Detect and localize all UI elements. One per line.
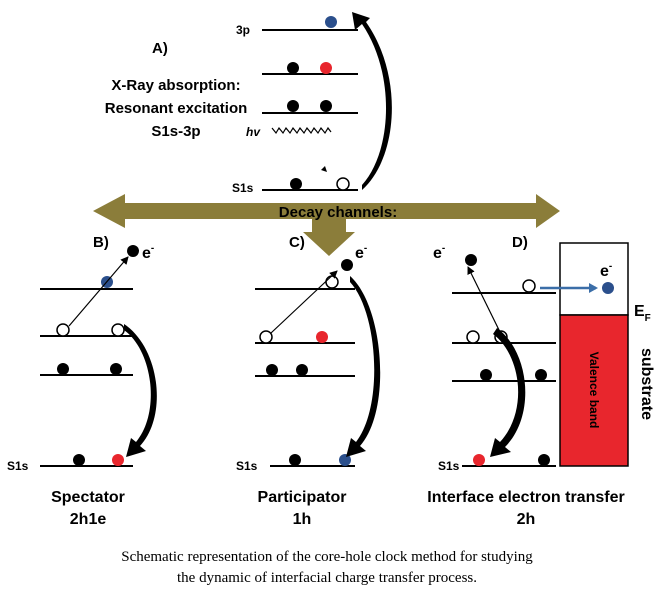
- hole-b-2-right: [111, 323, 125, 337]
- photon-arrowhead-icon: [321, 166, 327, 172]
- panel-a-title-line3: S1s-3p: [151, 123, 200, 140]
- electron-d-s1s-red: [473, 454, 485, 466]
- hole-c-1: [325, 275, 339, 289]
- relaxation-arrow-c-icon: [346, 276, 381, 457]
- panel-a: A) X-Ray absorption: Resonant excitation…: [105, 12, 392, 195]
- electron-a-2-left: [287, 62, 299, 74]
- electron-c-s1s-blue: [339, 454, 351, 466]
- relaxation-arrow-d-icon: [490, 328, 526, 457]
- auger-arrow-d-icon: [467, 266, 501, 333]
- auger-arrow-c-icon: [270, 270, 338, 334]
- panel-d-name: Interface electron transfer: [427, 489, 624, 506]
- photon-label: hv: [246, 125, 261, 139]
- panel-c-holes: 1h: [293, 511, 312, 528]
- panel-d-s1s-label: S1s: [438, 459, 460, 473]
- electron-c-2-red: [316, 331, 328, 343]
- decay-label: Decay channels:: [279, 204, 397, 221]
- valence-band-box: [559, 314, 629, 467]
- substrate-electron-blue: [602, 282, 614, 294]
- hole-c-2-left: [259, 330, 273, 344]
- substrate-electron-label: e-: [600, 261, 612, 280]
- substrate-label: substrate: [638, 348, 655, 420]
- electron-a-3p-blue: [325, 16, 337, 28]
- caption-line2: the dynamic of interfacial charge transf…: [177, 570, 477, 586]
- panel-d-holes: 2h: [517, 511, 536, 528]
- caption-line1: Schematic representation of the core-hol…: [121, 549, 533, 565]
- panel-a-title-line1: X-Ray absorption:: [111, 77, 240, 94]
- electron-c-3-right: [296, 364, 308, 376]
- transfer-arrowhead-icon: [589, 283, 598, 293]
- electron-c-3-left: [266, 364, 278, 376]
- valence-band-label: Valence band: [587, 352, 601, 429]
- panel-b-electron-label: e-: [142, 243, 154, 262]
- electron-b-3-left: [57, 363, 69, 375]
- panel-a-3p-label: 3p: [236, 23, 250, 37]
- electron-b-3-right: [110, 363, 122, 375]
- decay-arrow-icon: [93, 194, 560, 256]
- panel-b-holes: 2h1e: [70, 511, 107, 528]
- fermi-level-label: EF: [634, 303, 651, 324]
- panel-b: B) e- S1s Spectator 2h1e: [7, 234, 157, 528]
- electron-a-2-red: [320, 62, 332, 74]
- hole-d-2-left: [466, 330, 480, 344]
- electron-c-s1s-black: [289, 454, 301, 466]
- emitted-electron-d: [465, 254, 477, 266]
- panel-b-name: Spectator: [51, 489, 125, 506]
- panel-c-electron-label: e-: [355, 243, 367, 262]
- emitted-electron-c: [341, 259, 353, 271]
- substrate-conduction-box: [559, 242, 629, 316]
- electron-d-s1s-black: [538, 454, 550, 466]
- panel-a-letter: A): [152, 40, 168, 57]
- hole-a-s1s: [336, 177, 350, 191]
- panel-a-title-line2: Resonant excitation: [105, 100, 248, 117]
- panel-c-letter: C): [289, 234, 305, 251]
- electron-b-s1s-red: [112, 454, 124, 466]
- panel-b-s1s-label: S1s: [7, 459, 29, 473]
- relaxation-arrow-b-icon: [124, 324, 157, 457]
- panel-c-s1s-label: S1s: [236, 459, 258, 473]
- electron-b-s1s-black: [73, 454, 85, 466]
- hole-d-1: [522, 279, 536, 293]
- panel-a-s1s-label: S1s: [232, 181, 254, 195]
- electron-a-3-left: [287, 100, 299, 112]
- electron-a-3-right: [320, 100, 332, 112]
- panel-d-electron-label: e-: [433, 243, 445, 262]
- electron-d-3-left: [480, 369, 492, 381]
- electron-a-s1s: [290, 178, 302, 190]
- emitted-electron-b: [127, 245, 139, 257]
- panel-d: D) e- S1s Valence band e- EF substrate I…: [427, 234, 655, 528]
- panel-d-letter: D): [512, 234, 528, 251]
- photon-wave-icon: [271, 126, 332, 135]
- decay-channels: Decay channels:: [93, 194, 560, 256]
- panel-c: C) e- S1s Participator 1h: [236, 234, 381, 528]
- panel-b-letter: B): [93, 234, 109, 251]
- hole-b-2-left: [56, 323, 70, 337]
- excitation-arrow-icon: [352, 12, 392, 190]
- panel-c-name: Participator: [258, 489, 347, 506]
- auger-arrow-b-icon: [68, 256, 129, 327]
- electron-d-3-right: [535, 369, 547, 381]
